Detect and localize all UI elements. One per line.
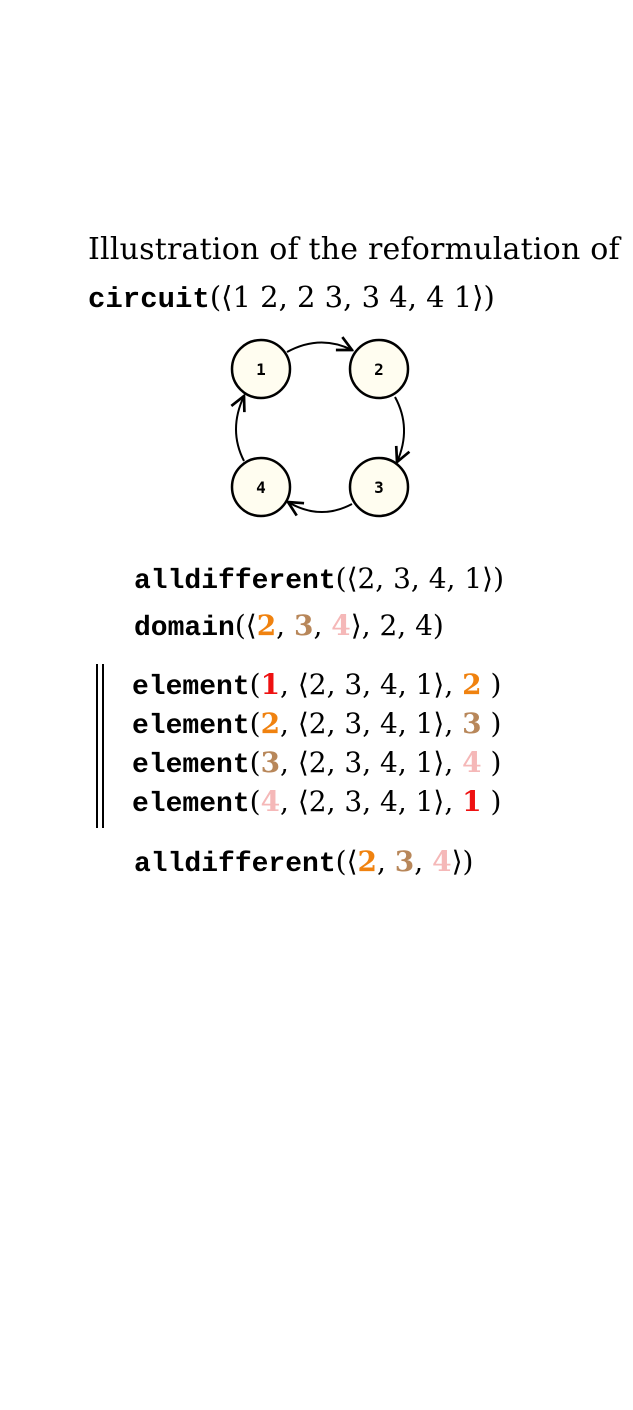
alldifferent-args: (⟨2, 3, 4, 1⟩) xyxy=(335,562,504,595)
domain-constraint: domain(⟨2, 3, 4⟩, 2, 4) xyxy=(134,609,444,644)
circuit-args: (⟨1 2, 2 3, 3 4, 4 1⟩) xyxy=(209,280,495,314)
title-line-1: Illustration of the reformulation of xyxy=(88,232,620,267)
element-index: 3 xyxy=(260,746,281,779)
edge-3-4 xyxy=(288,502,353,512)
svg-text:2: 2 xyxy=(374,360,384,379)
alldiff-var-c: 4 xyxy=(432,845,452,878)
domain-var-b: 3 xyxy=(293,609,314,642)
svg-text:4: 4 xyxy=(256,478,266,497)
element-index: 1 xyxy=(260,668,281,701)
element-value: 3 xyxy=(462,707,482,740)
alldiff-var-a: 2 xyxy=(357,845,377,878)
element-constraint-1: element(1, ⟨2, 3, 4, 1⟩, 2 ) xyxy=(132,668,502,703)
element-fn: element xyxy=(132,672,250,703)
title-line-2: circuit(⟨1 2, 2 3, 3 4, 4 1⟩) xyxy=(88,280,495,316)
domain-fn: domain xyxy=(134,613,235,644)
edge-2-3 xyxy=(394,396,404,462)
edge-1-2 xyxy=(286,342,352,353)
element-constraint-4: element(4, ⟨2, 3, 4, 1⟩, 1 ) xyxy=(132,785,502,820)
node-3: 3 xyxy=(348,456,410,518)
element-index: 4 xyxy=(260,785,281,818)
alldifferent-constraint-1: alldifferent(⟨2, 3, 4, 1⟩) xyxy=(134,562,504,597)
element-value: 4 xyxy=(462,746,482,779)
circuit-fn: circuit xyxy=(88,283,210,316)
domain-var-a: 2 xyxy=(256,609,277,642)
node-4: 4 xyxy=(230,456,292,518)
element-fn: element xyxy=(132,750,250,781)
svg-text:3: 3 xyxy=(374,478,384,497)
conjunction-bar xyxy=(96,664,104,828)
element-constraint-2: element(2, ⟨2, 3, 4, 1⟩, 3 ) xyxy=(132,707,502,742)
element-constraint-3: element(3, ⟨2, 3, 4, 1⟩, 4 ) xyxy=(132,746,502,781)
node-2: 2 xyxy=(348,338,410,400)
node-1: 1 xyxy=(230,338,292,400)
alldifferent-constraint-2: alldifferent(⟨2, 3, 4⟩) xyxy=(134,845,474,880)
edge-4-1 xyxy=(236,396,244,462)
element-value: 1 xyxy=(462,785,482,818)
element-fn: element xyxy=(132,789,250,820)
svg-text:1: 1 xyxy=(256,360,266,379)
element-value: 2 xyxy=(462,668,482,701)
element-fn: element xyxy=(132,711,250,742)
alldifferent-fn: alldifferent xyxy=(134,849,336,880)
domain-var-c: 4 xyxy=(331,609,351,642)
alldiff-var-b: 3 xyxy=(394,845,415,878)
element-index: 2 xyxy=(260,707,281,740)
alldifferent-fn: alldifferent xyxy=(134,566,336,597)
